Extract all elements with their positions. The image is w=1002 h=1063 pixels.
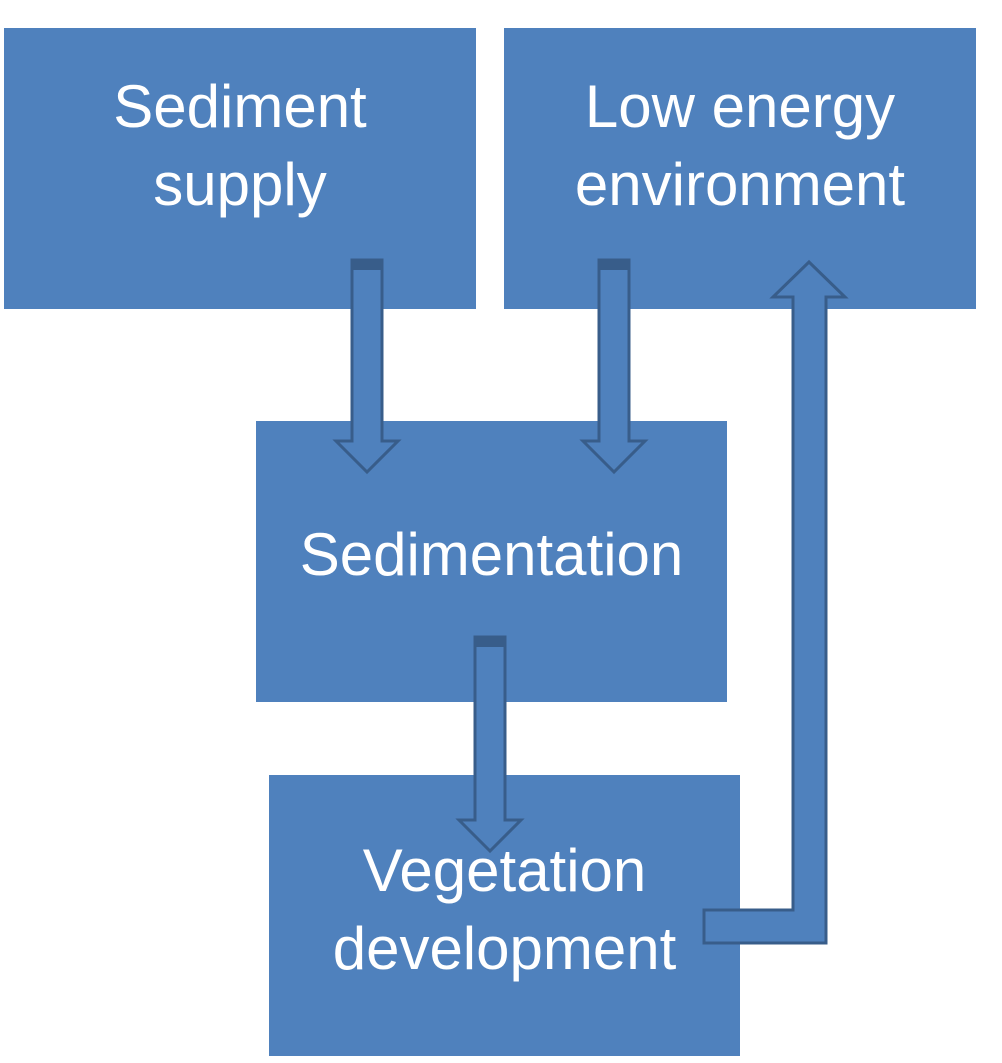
sedimentation-box: Sedimentation bbox=[256, 421, 727, 702]
arrow-sedimentation-to-vegetation bbox=[455, 635, 525, 854]
sediment-supply-label: Sediment supply bbox=[113, 72, 367, 218]
vegetation-development-box: Vegetation development bbox=[269, 775, 740, 1056]
low-energy-environment-box: Low energy environment bbox=[504, 28, 976, 309]
arrow-low-energy-to-sedimentation bbox=[579, 258, 649, 475]
arrow-supply-to-sedimentation bbox=[332, 258, 402, 475]
sedimentation-label: Sedimentation bbox=[299, 520, 684, 588]
vegetation-development-label: Vegetation development bbox=[332, 836, 677, 982]
sediment-supply-box: Sediment supply bbox=[4, 28, 476, 309]
low-energy-environment-label: Low energy environment bbox=[574, 72, 906, 218]
arrow-vegetation-to-low-energy bbox=[702, 259, 849, 945]
